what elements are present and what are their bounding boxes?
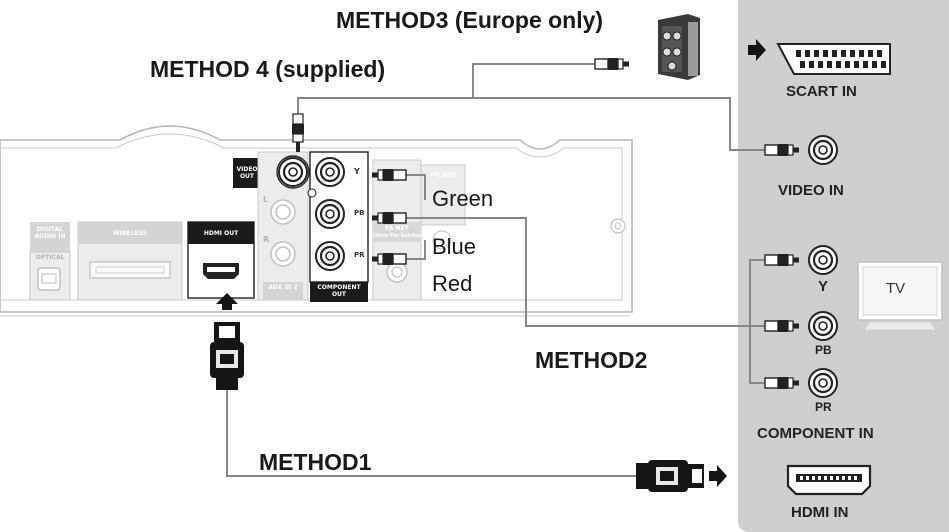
ch-pr-label: PR — [354, 251, 365, 259]
tv-icon-label: TV — [886, 280, 906, 297]
hdmi-cable — [210, 322, 704, 492]
cables — [297, 63, 765, 384]
fm-ant-label: FM ANT — [430, 172, 456, 179]
method4-label: METHOD 4 (supplied) — [150, 56, 386, 82]
green-cable-label: Green — [432, 186, 494, 211]
cable-video — [473, 97, 765, 151]
tv-icon — [857, 261, 943, 331]
method2-label: METHOD2 — [535, 347, 648, 373]
aux-r-label: R — [263, 235, 270, 244]
service-label: (Only For Service) — [373, 233, 424, 239]
video-in-label: VIDEO IN — [778, 182, 844, 199]
cable-blue — [406, 217, 765, 327]
scart-in-label: SCART IN — [786, 83, 857, 100]
y-label: Y — [818, 278, 829, 295]
cable-red — [406, 240, 426, 260]
tv-back-panel — [738, 0, 949, 532]
hdmi-out-block — [187, 221, 255, 299]
fm-ant-block — [372, 159, 466, 301]
aux-in-label: AUX IN 2 — [268, 284, 298, 291]
fa-net-label: FA NET — [385, 225, 409, 232]
arrow-scart — [748, 39, 766, 61]
video-out-label: VIDEO OUT — [236, 166, 258, 180]
scart-port — [776, 43, 891, 75]
arrow-hdmi-in — [709, 465, 727, 487]
optical-label: OPTICAL — [35, 254, 65, 261]
red-cable-label: Red — [432, 271, 473, 296]
aux-l-label: L — [263, 195, 269, 204]
component-in-label: COMPONENT IN — [757, 425, 874, 442]
digital-audio-in-label: DIGITAL AUDIO IN — [34, 226, 66, 240]
hdmi-in-label: HDMI IN — [791, 504, 849, 521]
cable-component-y — [749, 259, 765, 384]
ch-pb-label: PB — [354, 209, 365, 217]
blue-cable-label: Blue — [432, 234, 477, 259]
method3-label: METHOD3 (Europe only) — [336, 7, 604, 33]
wireless-block — [77, 221, 183, 301]
component-out-label: COMPONENT OUT — [317, 284, 361, 298]
scart-adapter — [594, 14, 700, 80]
ch-y-label: Y — [354, 167, 360, 176]
cable-green — [406, 174, 426, 200]
arrow-hdmi-out — [216, 293, 238, 310]
jack-block — [233, 151, 369, 302]
arrows — [216, 39, 766, 487]
digital-audio-in-block — [29, 222, 71, 301]
pr-label: PR — [815, 400, 832, 414]
wireless-label: WIRELESS — [113, 230, 147, 237]
hdmi-out-label: HDMI OUT — [203, 230, 239, 237]
hdmi-in-port — [786, 464, 872, 496]
pb-label: PB — [815, 343, 832, 357]
method1-label: METHOD1 — [259, 449, 372, 475]
video-out-plug — [292, 113, 304, 152]
